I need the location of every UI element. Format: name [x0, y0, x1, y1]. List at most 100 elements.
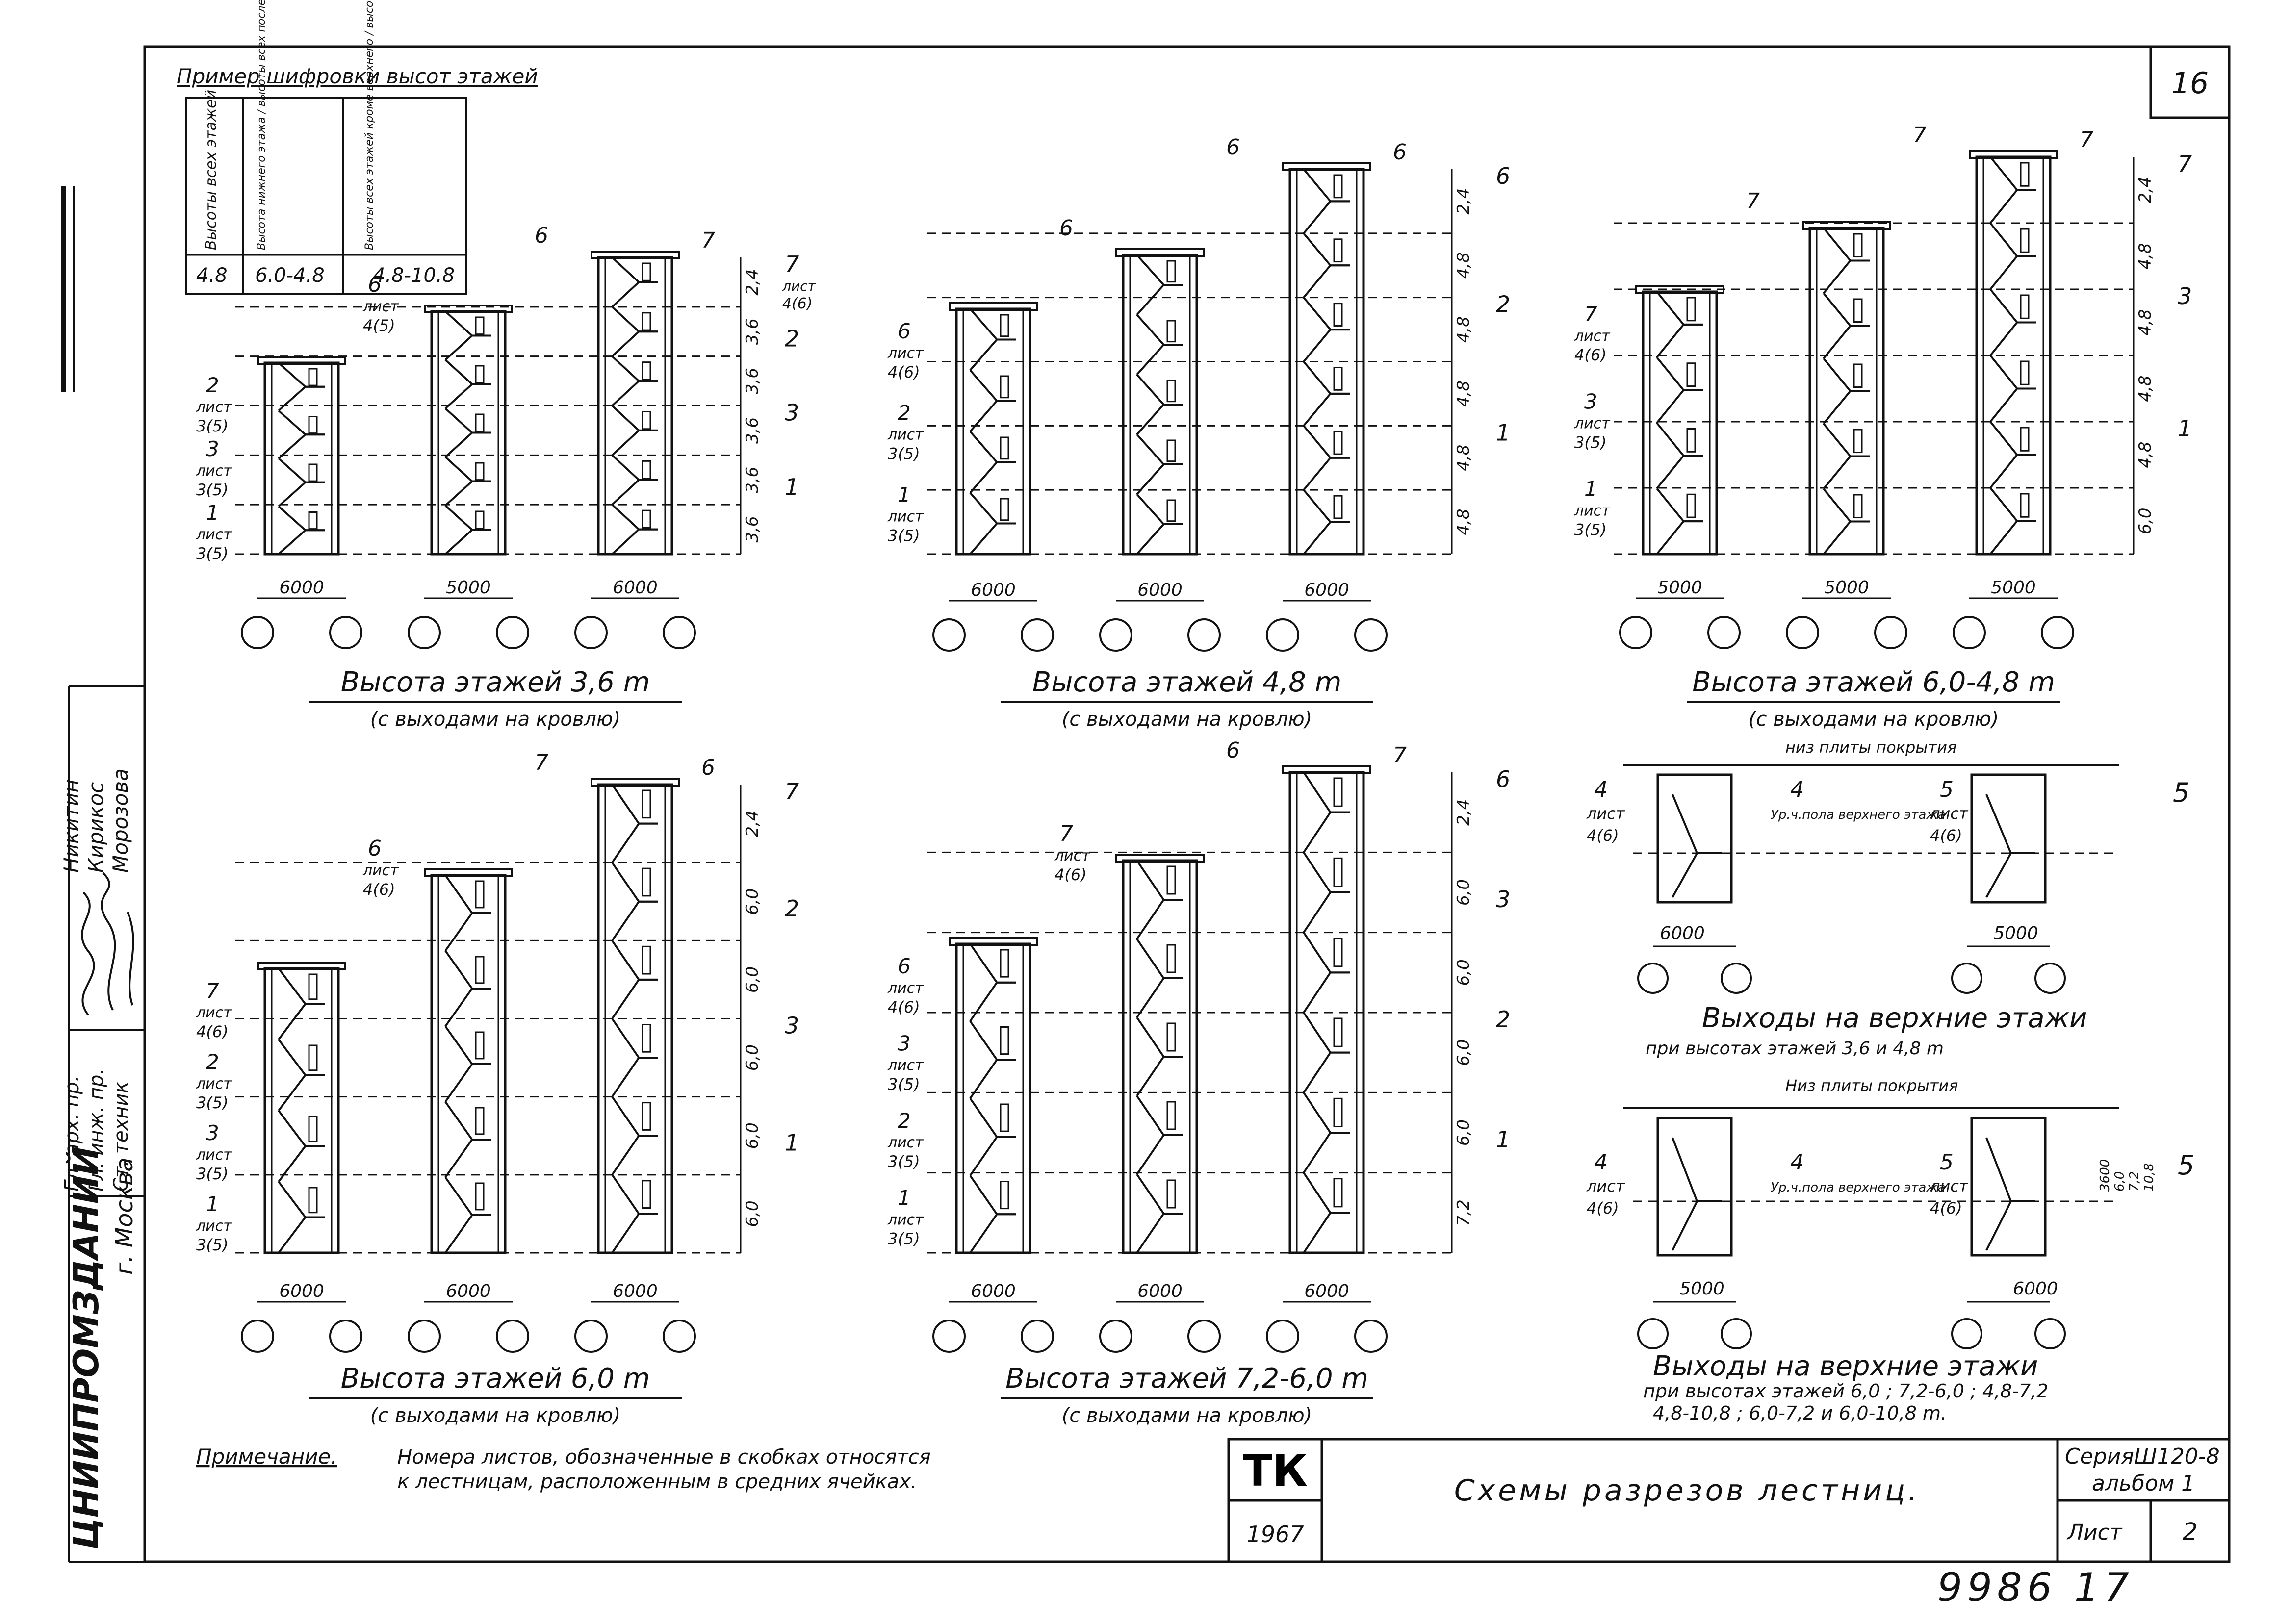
height-dimension-label: 2,4: [1454, 188, 1473, 214]
grid-axis-circle: [1619, 616, 1652, 649]
roof-slab: [591, 778, 680, 787]
sheet-ref-number: 6: [898, 319, 911, 343]
stair-flight: [1303, 489, 1350, 523]
sheet-ref-code: 3(5): [888, 445, 920, 463]
stair-flight: [278, 506, 325, 532]
grid-axis-circle: [1021, 1320, 1054, 1353]
floor-index: 2: [785, 325, 799, 352]
floor-index: 1: [785, 474, 799, 500]
stair-flight: [611, 900, 658, 941]
sheet-ref-code: 3(5): [888, 1075, 920, 1094]
floor-ref-number: 6: [368, 836, 382, 861]
stair-flight: [1989, 255, 2036, 290]
stair-flight: [1303, 392, 1350, 427]
stair-flight: [1989, 421, 2036, 456]
height-dimension: 6,0: [743, 966, 762, 993]
height-dimension-label: 2,4: [743, 269, 762, 295]
stair-flight: [1989, 156, 2036, 191]
exits-a-right-sub: лист: [1930, 804, 1969, 823]
sheet-ref-code: 3(5): [888, 1230, 920, 1248]
door: [642, 867, 651, 897]
stair-flight: [611, 1057, 658, 1097]
span-label: 6000: [971, 1281, 1016, 1301]
stair-flight: [444, 383, 491, 409]
door: [308, 1187, 318, 1214]
exits-b-dim-1: 3600: [2098, 1159, 2112, 1192]
sheet-ref-word: лист: [196, 1004, 232, 1021]
height-dimension-label: 6,0: [743, 888, 762, 915]
door: [2020, 360, 2030, 385]
door: [1166, 439, 1176, 462]
sheet-number: 16: [2171, 66, 2209, 101]
stair-flight: [1136, 1173, 1183, 1215]
height-dimension-label: 4,8: [2136, 441, 2155, 468]
stair-flight: [1823, 357, 1870, 392]
sheet-ref-code: 3(5): [196, 481, 229, 499]
floor-index: 1: [1496, 419, 1510, 446]
sheet-ref-number: 2: [206, 1050, 219, 1074]
stair-shaft: [1642, 290, 1718, 556]
door: [475, 1182, 485, 1211]
floor-index: 1: [785, 1129, 799, 1156]
floor-index-word: лист: [782, 278, 816, 294]
height-dimension-label: 6,0: [743, 1200, 762, 1227]
stair-flight: [444, 988, 491, 1027]
grid-axis-circle: [2034, 963, 2066, 994]
door: [1000, 949, 1009, 978]
door: [475, 1031, 485, 1060]
floor-index: 2: [785, 895, 799, 922]
grid-axis-circle: [329, 1320, 362, 1353]
side-signatures: [81, 872, 134, 1016]
exits-b-subcaption-2: 4,8-10,8 ; 6,0-7,2 и 6,0-10,8 m.: [1653, 1402, 1947, 1424]
door: [642, 411, 651, 430]
role-chief-engineer: Гл. инж. пр.: [85, 1068, 108, 1192]
stair-flight: [1303, 264, 1350, 298]
stair-flight: [278, 457, 325, 483]
sheet-ref-code: 4(6): [888, 998, 920, 1016]
grid-axis-circle: [663, 616, 696, 649]
span-label: 6000: [613, 578, 658, 598]
door: [308, 511, 318, 530]
roof-slab: [1969, 150, 2058, 159]
door: [1333, 303, 1343, 327]
sheet-ref-number: 2: [898, 401, 911, 425]
diagram-caption: Высота этажей 4,8 m: [1032, 666, 1342, 698]
stair-flight: [444, 480, 491, 507]
stair-flight: [444, 431, 491, 458]
diagram-caption: Высота этажей 6,0-4,8 m: [1692, 666, 2055, 698]
door: [1166, 380, 1176, 403]
stair-flight: [278, 385, 325, 411]
door: [2020, 228, 2030, 253]
stair-flight: [278, 481, 325, 507]
stair-flight: [444, 310, 491, 337]
stair-flight: [1136, 254, 1183, 286]
diagram-subcaption: (с выходами на кровлю): [1062, 1404, 1312, 1427]
stair-shaft: [1122, 254, 1198, 556]
span-label: 6000: [279, 578, 324, 598]
grid-axis-circle: [1951, 1318, 1982, 1349]
height-dimension: 2,4: [1454, 799, 1473, 826]
exit-flight: [1672, 794, 1722, 854]
footer-number: 9986 17: [1937, 1565, 2134, 1610]
height-dimension-label: 4,8: [1454, 252, 1473, 279]
height-dimension: 6,0: [1454, 1119, 1473, 1146]
stair-flight: [969, 1097, 1016, 1138]
stair-flight: [444, 1139, 491, 1178]
stair-flight: [444, 1214, 491, 1254]
door: [1000, 314, 1009, 337]
stair-flight: [278, 1145, 325, 1183]
stair-flight: [444, 1063, 491, 1103]
stair-flight: [444, 912, 491, 952]
stair-flight: [1656, 520, 1703, 555]
stair-flight: [611, 1213, 658, 1254]
grid-axis-circle: [932, 618, 966, 652]
stair-flight: [1656, 389, 1703, 424]
door: [642, 1024, 651, 1053]
height-dimension: 4,8: [1454, 381, 1473, 407]
door: [308, 973, 318, 1000]
door: [308, 1044, 318, 1071]
door: [2020, 294, 2030, 319]
sheet-ref-number: 7: [206, 979, 219, 1003]
floor-ref-number: 7: [1913, 123, 1927, 148]
door: [308, 1116, 318, 1142]
